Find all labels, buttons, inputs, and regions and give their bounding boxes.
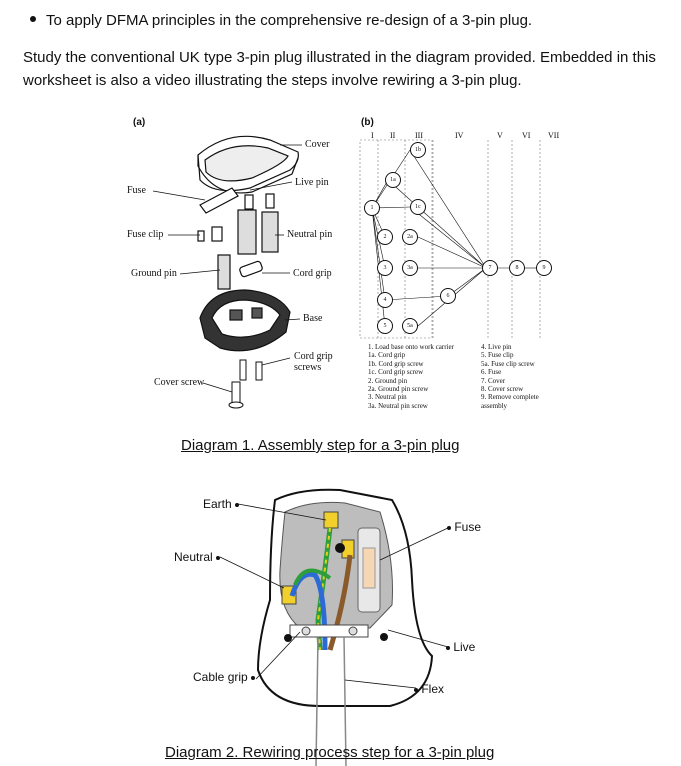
- pointer-dot-icon: [235, 502, 240, 507]
- precedence-node: 9: [536, 260, 552, 276]
- precedence-node: 1c: [410, 199, 426, 215]
- stage-label: V: [497, 131, 503, 140]
- bullet-icon: [30, 16, 36, 23]
- stage-label: III: [415, 131, 423, 140]
- label-cord-grip-screws-2: screws: [294, 362, 322, 373]
- pointer-dot-icon: [447, 525, 451, 530]
- precedence-node: 7: [482, 260, 498, 276]
- precedence-node: 1b: [410, 142, 426, 158]
- diagram2-caption: Diagram 2. Rewiring process step for a 3…: [165, 744, 495, 761]
- pointer-dot-icon: [251, 675, 256, 680]
- pointer-dot-icon: [216, 555, 221, 560]
- label-neutral-pin: Neutral pin: [287, 229, 333, 240]
- stage-label: II: [390, 131, 396, 140]
- label-cover: Cover: [305, 139, 330, 150]
- legend-right: 4. Live pin 5. Fuse clip 5a. Fuse clip s…: [481, 343, 539, 410]
- label-neutral: Neutral: [174, 550, 221, 564]
- stage-label: VII: [548, 131, 560, 140]
- precedence-node: 5a: [402, 318, 418, 334]
- diagram1-caption: Diagram 1. Assembly step for a 3-pin plu…: [181, 437, 460, 454]
- precedence-node: 3a: [402, 260, 418, 276]
- diagram-a-tag: (a): [133, 117, 146, 128]
- label-cord-grip-screws-1: Cord grip: [294, 351, 333, 362]
- objective-bullet: To apply DFMA principles in the comprehe…: [30, 12, 532, 29]
- precedence-node: 2: [377, 229, 393, 245]
- label-cover-screw: Cover screw: [154, 377, 205, 388]
- pointer-dot-icon: [414, 687, 418, 692]
- stage-label: I: [371, 131, 374, 140]
- precedence-node: 2a: [402, 229, 418, 245]
- label-fuse-clip: Fuse clip: [127, 229, 164, 240]
- stage-label: IV: [455, 131, 464, 140]
- label-ground-pin: Ground pin: [131, 268, 177, 279]
- precedence-node: 6: [440, 288, 456, 304]
- label-fuse-2: Fuse: [447, 520, 481, 534]
- precedence-node: 1a: [385, 172, 401, 188]
- label-earth: Earth: [203, 497, 240, 511]
- precedence-node: 1: [364, 200, 380, 216]
- label-cable-grip: Cable grip: [193, 670, 256, 684]
- legend-left: 1. Load base onto work carrier 1a. Cord …: [368, 343, 454, 410]
- objective-text: To apply DFMA principles in the comprehe…: [46, 12, 533, 29]
- precedence-node: 3: [377, 260, 393, 276]
- label-flex: Flex: [414, 682, 444, 696]
- precedence-node: 8: [509, 260, 525, 276]
- precedence-node: 5: [377, 318, 393, 334]
- instruction-paragraph: Study the conventional UK type 3-pin plu…: [23, 49, 656, 89]
- stage-label: VI: [522, 131, 531, 140]
- label-base: Base: [303, 313, 323, 324]
- diagram-b-tag: (b): [361, 117, 374, 128]
- label-fuse: Fuse: [127, 185, 146, 196]
- label-live-pin: Live pin: [295, 177, 329, 188]
- pointer-dot-icon: [446, 645, 450, 650]
- precedence-node: 4: [377, 292, 393, 308]
- label-live: Live: [446, 640, 475, 654]
- label-cord-grip: Cord grip: [293, 268, 332, 279]
